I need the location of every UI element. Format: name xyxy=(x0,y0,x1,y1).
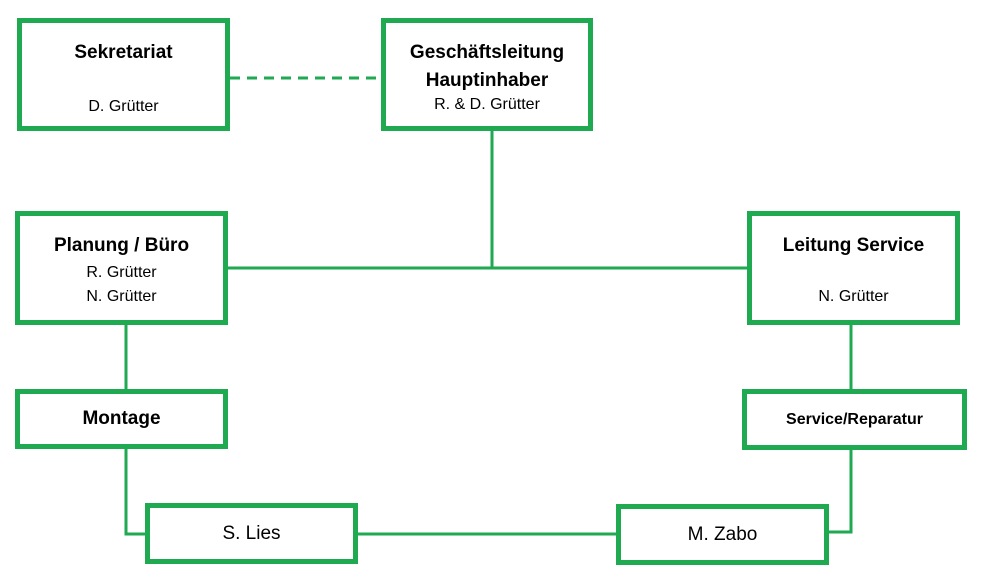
geschaeftsleitung-title-line1: Geschäftsleitung xyxy=(409,42,565,63)
planung-title: Planung / Büro xyxy=(53,235,190,256)
box-m-zabo: M. Zabo xyxy=(616,504,829,565)
leitung-service-title: Leitung Service xyxy=(782,235,925,256)
sekretariat-title: Sekretariat xyxy=(74,42,173,63)
geschaeftsleitung-name: R. & D. Grütter xyxy=(434,96,540,113)
connector-service-m-zabo xyxy=(827,449,853,534)
geschaeftsleitung-title-line2: Hauptinhaber xyxy=(425,70,549,91)
box-geschaeftsleitung: Geschäftsleitung Hauptinhaber R. & D. Gr… xyxy=(381,18,593,131)
box-s-lies: S. Lies xyxy=(145,503,358,564)
montage-title: Montage xyxy=(82,408,161,429)
box-planung-buero: Planung / Büro R. Grütter N. Grütter xyxy=(15,211,228,325)
box-sekretariat: Sekretariat D. Grütter xyxy=(17,18,230,131)
box-leitung-service: Leitung Service N. Grütter xyxy=(747,211,960,325)
box-service-reparatur: Service/Reparatur xyxy=(742,389,967,450)
connector-montage-s-lies xyxy=(124,448,147,536)
m-zabo-name: M. Zabo xyxy=(687,523,758,545)
box-montage: Montage xyxy=(15,389,228,449)
leitung-service-name: N. Grütter xyxy=(818,288,889,305)
s-lies-name: S. Lies xyxy=(222,522,281,544)
planung-name-1: R. Grütter xyxy=(86,264,157,281)
service-reparatur-title: Service/Reparatur xyxy=(786,410,923,428)
sekretariat-name: D. Grütter xyxy=(88,98,159,115)
planung-name-2: N. Grütter xyxy=(86,288,157,305)
